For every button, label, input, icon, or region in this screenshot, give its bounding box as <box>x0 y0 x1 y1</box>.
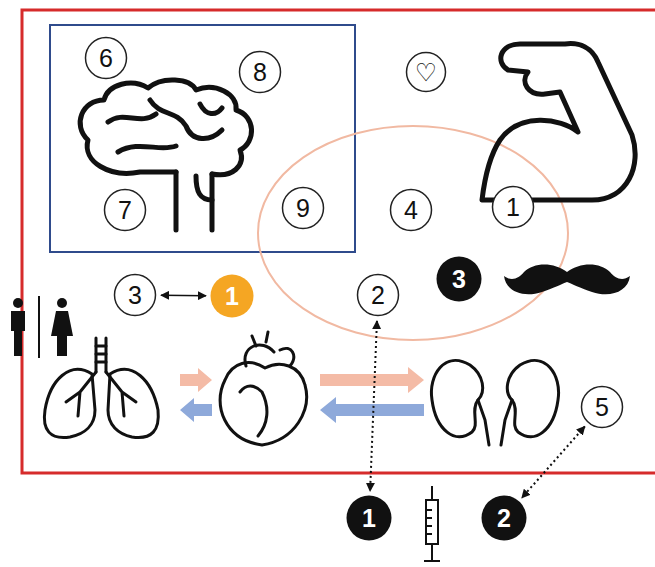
heart-icon <box>220 332 306 445</box>
number-circle: 5 <box>580 385 624 429</box>
flow-arrow <box>320 367 424 393</box>
circle-label: 1 <box>362 506 376 531</box>
number-circle: 1 <box>491 185 535 229</box>
circle-label: 9 <box>296 196 310 221</box>
circle-shape <box>240 52 281 93</box>
circle-label: 6 <box>99 46 113 71</box>
callout-number: 3 <box>436 256 482 302</box>
lungs-icon <box>44 338 158 438</box>
number-circle: 2 <box>356 273 400 317</box>
circle-shape <box>347 496 392 541</box>
callout-number: 2 <box>481 495 527 541</box>
brain-icon <box>80 80 251 230</box>
callout-number: 1 <box>346 495 392 541</box>
circle-label: 1 <box>506 195 520 220</box>
flow-arrow <box>320 397 424 423</box>
circle-shape <box>493 187 534 228</box>
circle-label: ♡ <box>415 60 437 85</box>
group-ellipse <box>258 126 568 340</box>
circle-shape <box>582 387 623 428</box>
muscle-icon <box>482 44 635 200</box>
number-circle: 7 <box>103 188 147 232</box>
flow-arrow <box>180 398 212 422</box>
circle-shape <box>391 190 432 231</box>
circle-label: 7 <box>118 198 132 223</box>
circle-label: 2 <box>371 283 385 308</box>
flow-arrow <box>180 368 212 392</box>
syringe-icon <box>424 486 440 561</box>
number-circle: 8 <box>238 50 282 94</box>
circle-shape <box>482 496 527 541</box>
mustache-icon <box>504 265 630 295</box>
number-circle: ♡ <box>405 51 447 93</box>
dotted-leader <box>370 321 377 491</box>
circle-shape <box>437 257 482 302</box>
number-circle: 3 <box>113 273 157 317</box>
number-circle: 4 <box>389 188 433 232</box>
double-arrow <box>161 295 206 297</box>
circle-label: 3 <box>128 283 142 308</box>
number-circle: 9 <box>281 186 325 230</box>
circle-shape <box>105 190 146 231</box>
number-circle: 6 <box>84 36 128 80</box>
brain-box <box>50 25 355 252</box>
circle-shape <box>407 53 446 92</box>
highlight-circle: 1 <box>210 274 254 318</box>
circle-label: 3 <box>452 267 466 292</box>
circle-shape <box>115 275 156 316</box>
circle-label: 1 <box>225 284 239 309</box>
red-frame <box>22 10 655 473</box>
circle-shape <box>358 275 399 316</box>
dotted-leader <box>522 426 585 497</box>
circle-label: 4 <box>404 198 418 223</box>
circle-shape <box>211 275 254 318</box>
circle-label: 8 <box>253 60 267 85</box>
circle-shape <box>283 188 324 229</box>
sex-icon <box>11 296 73 358</box>
circle-shape <box>86 38 127 79</box>
circle-label: 5 <box>595 395 609 420</box>
circle-label: 2 <box>497 506 511 531</box>
kidneys-icon <box>431 360 558 445</box>
